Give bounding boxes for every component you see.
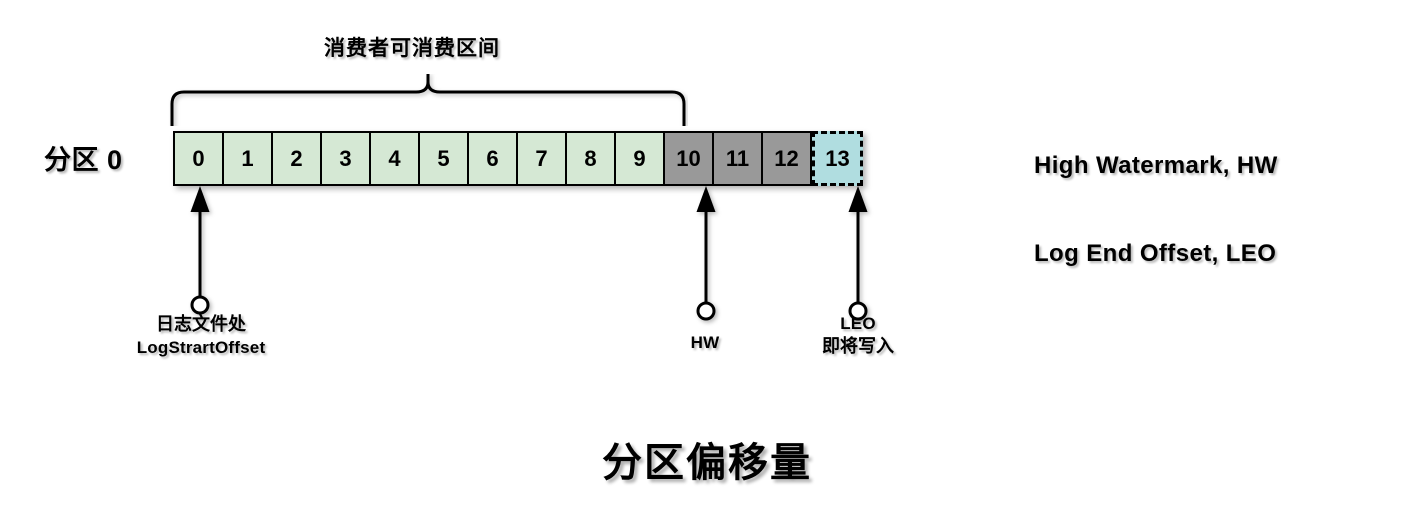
diagram-caption: 分区偏移量 (602, 441, 812, 485)
hw-annotation-line1: HW (690, 333, 720, 352)
partition-label: 分区 0 (44, 145, 123, 175)
offset-cell: 3 (320, 131, 371, 186)
legend-log-end-offset: Log End Offset, LEO (1034, 240, 1277, 267)
consumable-range-brace (168, 72, 688, 128)
offset-cell: 11 (712, 131, 763, 186)
offset-cell: 7 (516, 131, 567, 186)
leo-annotation-line2: 即将写入 (822, 336, 894, 357)
leo-pointer (836, 186, 876, 321)
log-start-offset-line2: LogStrartOffset (136, 337, 266, 357)
log-start-offset-annotation: 日志文件处 LogStrartOffset (81, 313, 321, 359)
hw-pointer (684, 186, 724, 321)
offset-cell: 12 (761, 131, 812, 186)
offset-cell: 2 (271, 131, 322, 186)
leo-annotation-line1: LEO (840, 314, 876, 333)
offset-cell: 4 (369, 131, 420, 186)
consumable-range-label: 消费者可消费区间 (324, 37, 500, 60)
offset-cell: 10 (663, 131, 714, 186)
offset-cell: 8 (565, 131, 616, 186)
offset-cell: 1 (222, 131, 273, 186)
offset-cell: 6 (467, 131, 518, 186)
offset-cell: 5 (418, 131, 469, 186)
offset-cell: 9 (614, 131, 665, 186)
leo-annotation: LEO 即将写入 (798, 313, 918, 359)
log-start-offset-pointer (178, 186, 218, 315)
offset-cell: 0 (173, 131, 224, 186)
hw-annotation: HW (645, 332, 765, 354)
log-start-offset-line1: 日志文件处 (156, 314, 246, 334)
legend-high-watermark: High Watermark, HW (1034, 152, 1278, 179)
offset-cell: 13 (812, 131, 863, 186)
